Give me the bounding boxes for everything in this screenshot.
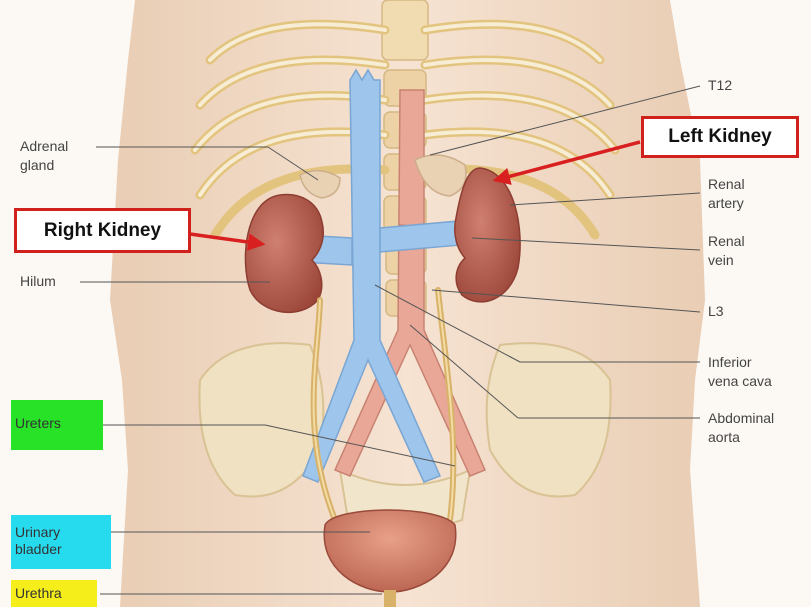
label-renal-artery: Renal artery <box>708 175 745 213</box>
label-ureters: Ureters <box>11 400 103 450</box>
right-kidney-callout: Right Kidney <box>14 208 191 253</box>
left-kidney-callout: Left Kidney <box>641 116 799 158</box>
label-abdominal-aorta: Abdominal aorta <box>708 409 774 447</box>
label-adrenal-gland: Adrenal gland <box>20 137 68 175</box>
label-urinary-bladder: Urinary bladder <box>11 515 111 569</box>
label-l3: L3 <box>708 302 724 321</box>
urethra <box>384 590 396 607</box>
label-inferior-vena-cava: Inferior vena cava <box>708 353 772 391</box>
label-hilum: Hilum <box>20 272 56 291</box>
label-t12: T12 <box>708 76 732 95</box>
label-urethra: Urethra <box>11 580 97 607</box>
label-renal-vein: Renal vein <box>708 232 745 270</box>
